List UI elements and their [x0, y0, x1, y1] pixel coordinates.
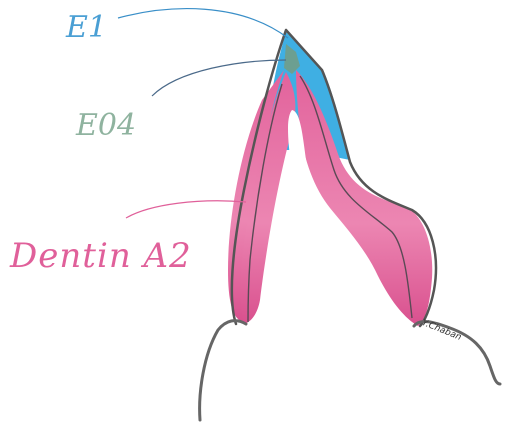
dentin-right-arm	[296, 70, 432, 326]
label-e04: E04	[76, 108, 136, 143]
leader-e1	[118, 9, 288, 38]
leader-dentin	[126, 201, 246, 218]
label-dentin-a2: Dentin A2	[10, 236, 192, 276]
leader-e04	[152, 60, 286, 96]
label-e1: E1	[66, 10, 107, 45]
